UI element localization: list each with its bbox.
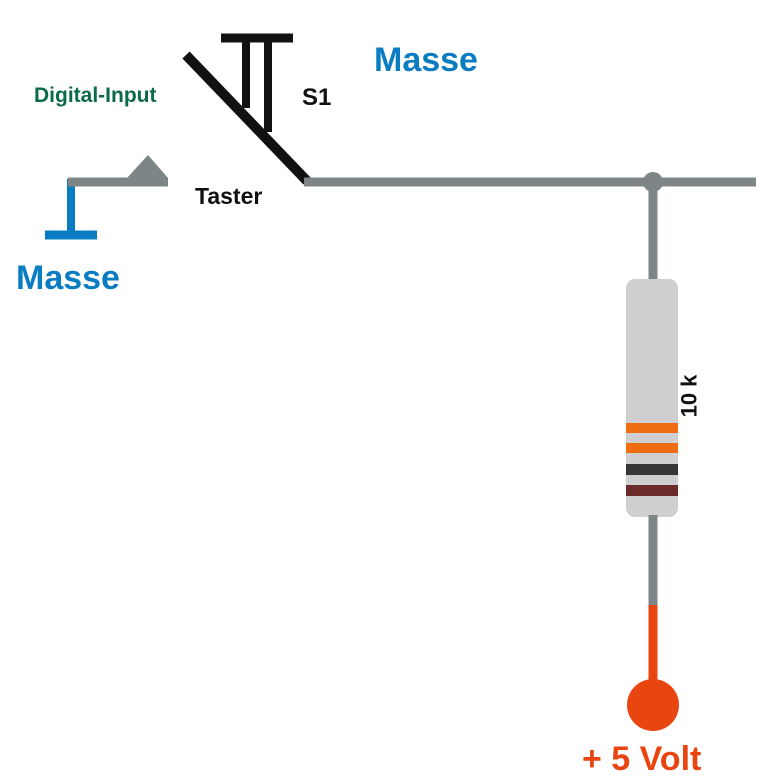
resistor-band-4 [626,485,678,496]
masse-label-left: Masse [16,259,120,297]
resistor-band-3 [626,464,678,475]
supply-terminal [627,679,679,731]
switch-fixed-contact [127,155,168,178]
resistor-10k [626,279,678,517]
resistor-band-1 [626,423,678,433]
push-button-s1 [182,33,311,185]
digital-input-label: Digital-Input [34,84,157,107]
supply-voltage-label: + 5 Volt [582,740,702,778]
resistor-band-2 [626,443,678,453]
ground-symbol-left [45,179,97,240]
taster-label: Taster [195,183,263,209]
resistor-body [626,279,678,517]
masse-label-top: Masse [374,41,478,79]
switch-name-label: S1 [302,84,332,111]
switch-blade [182,51,311,185]
resistor-value-label: 10 k [676,374,702,418]
